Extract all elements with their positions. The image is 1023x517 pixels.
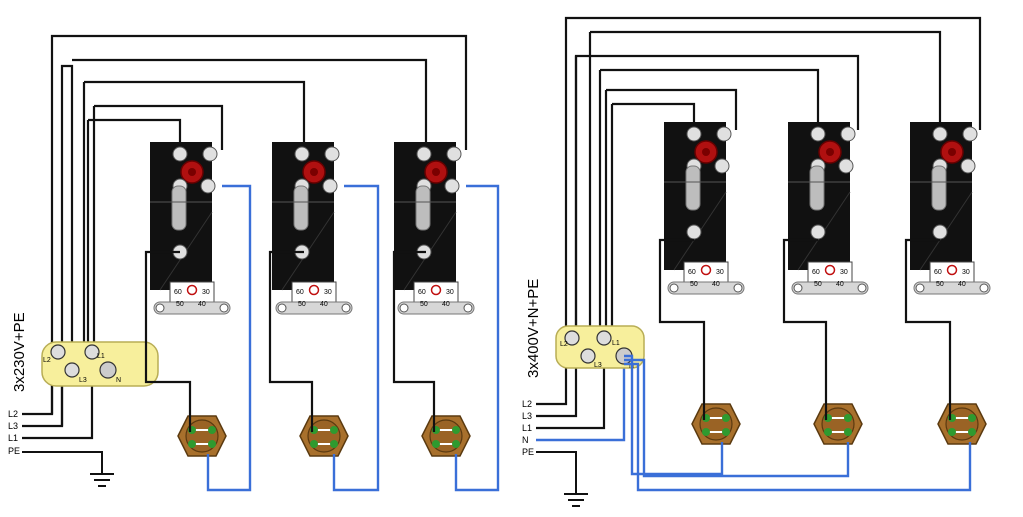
thermostat-scale-label: 30 [962,269,970,276]
right-thermostat-2 [787,121,869,295]
thermostat-scale-label: 40 [712,281,720,288]
right-heater-1 [691,403,741,445]
left-wire-label-l2: L2 [8,409,18,419]
thermostat-scale-label: 40 [442,301,450,308]
right-wire-label-l1: L1 [522,423,532,433]
left-tb-label-l1: L1 [97,353,105,360]
thermostat-scale-label: 50 [298,301,306,308]
right-diagram: L2 L3 L1 N 3x400V+N+PE L2 L3 L1 N PE [522,16,991,507]
thermostat-scale-label: 30 [840,269,848,276]
left-wire-label-pe: PE [8,446,20,456]
right-tb-label-l1: L1 [612,340,620,347]
thermostat-scale-label: 50 [176,301,184,308]
thermostat-scale-label: 60 [812,269,820,276]
left-neutral-wires [206,184,500,492]
left-tb-label-l3: L3 [79,377,87,384]
right-heater-leads [658,238,952,420]
thermostat-scale-label: 50 [690,281,698,288]
left-thermostat-1 [149,141,231,315]
thermostat-scale-label: 40 [320,301,328,308]
right-thermostat-1 [663,121,745,295]
left-tb-label-l2: L2 [43,357,51,364]
thermostat-scale-label: 40 [198,301,206,308]
right-neutral-feed [536,358,626,442]
right-terminal-block: L2 L3 L1 N [555,325,645,370]
thermostat-scale-label: 40 [836,281,844,288]
left-heater-leads [144,250,436,432]
thermostat-scale-label: 60 [418,289,426,296]
left-phase-wires [22,34,468,440]
left-wire-label-l1: L1 [8,433,18,443]
thermostat-scale-label: 50 [814,281,822,288]
left-wire-label-l3: L3 [8,421,18,431]
right-wire-label-l2: L2 [522,399,532,409]
thermostat-scale-label: 60 [934,269,942,276]
left-tb-label-n: N [116,377,121,384]
thermostat-scale-label: 30 [446,289,454,296]
right-phase-wires [536,16,982,430]
right-wire-label-pe: PE [522,447,534,457]
thermostat-scale-labels: 60 30 50 40 60 30 50 40 60 30 50 40 60 30 50 40 60 30 50 40… [174,269,970,308]
right-supply-title: 3x400V+N+PE [525,279,542,378]
thermostat-scale-label: 60 [174,289,182,296]
left-heater-3 [421,415,471,457]
left-heater-1 [177,415,227,457]
right-tb-label-l3: L3 [594,362,602,369]
thermostat-scale-label: 30 [324,289,332,296]
left-thermostat-2 [271,141,353,315]
thermostat-scale-label: 40 [958,281,966,288]
left-terminal-block: L2 L3 L1 N [41,341,159,387]
right-wire-label-l3: L3 [522,411,532,421]
thermostat-scale-label: 30 [716,269,724,276]
left-heater-2 [299,415,349,457]
right-heater-3 [937,403,987,445]
right-pe-ground [536,451,588,507]
left-diagram: L2 L3 L1 N 3x230V+PE L2 L3 L1 PE [8,34,500,492]
right-neutral-wires [624,354,972,492]
thermostat-scale-label: 60 [688,269,696,276]
right-thermostat-3 [909,121,991,295]
thermostat-scale-label: 50 [936,281,944,288]
right-heater-2 [813,403,863,445]
right-wire-label-n: N [522,435,529,445]
thermostat-scale-label: 50 [420,301,428,308]
left-thermostat-3 [393,141,475,315]
thermostat-scale-label: 60 [296,289,304,296]
left-pe-ground [22,451,114,487]
right-tb-label-l2: L2 [560,341,568,348]
left-supply-title: 3x230V+PE [11,312,28,392]
thermostat-scale-label: 30 [202,289,210,296]
